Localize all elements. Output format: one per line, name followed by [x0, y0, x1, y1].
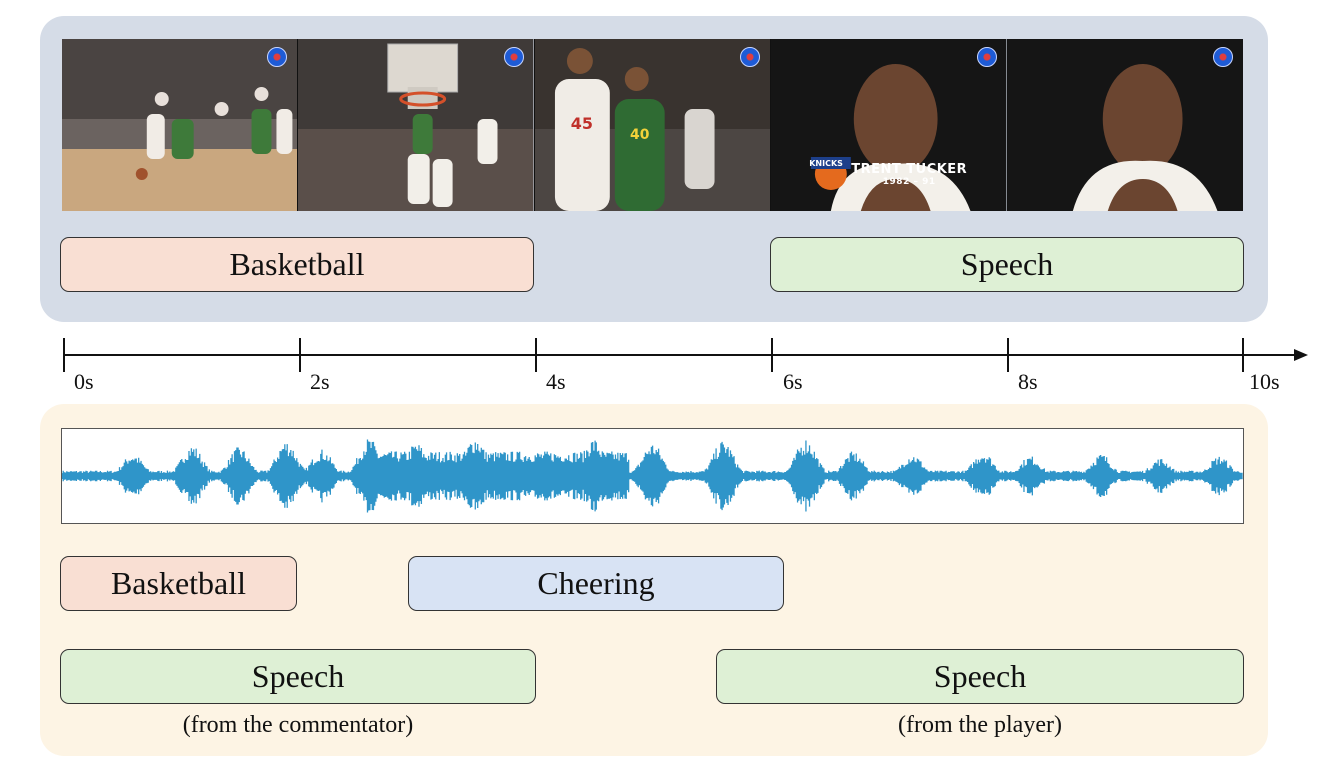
network-logo-icon [267, 47, 288, 67]
network-logo-icon [1213, 47, 1234, 67]
timeline-arrow-icon [1294, 349, 1308, 361]
waveform-plot [62, 439, 1243, 513]
video-frames-strip: 45 40 TRENT TUCKER 1982 – 91 KNICKS [62, 39, 1244, 211]
tick-label-0s: 0s [74, 369, 94, 394]
player-caption-years: 1982 – 91 [882, 177, 936, 187]
audio-label-speech-commentator: Speech [60, 649, 536, 704]
video-frame-hoop [298, 39, 535, 211]
svg-text:40: 40 [630, 127, 650, 143]
audio-label-speech-player: Speech [716, 649, 1244, 704]
audio-label-cheering: Cheering [408, 556, 784, 611]
player-caption: TRENT TUCKER 1982 – 91 [851, 163, 967, 189]
visual-label-basketball: Basketball [60, 237, 534, 292]
visual-label-speech: Speech [770, 237, 1244, 292]
tick-label-4s: 4s [546, 369, 566, 394]
team-badge: KNICKS [809, 159, 843, 168]
waveform-trace [62, 439, 1243, 513]
svg-text:45: 45 [571, 114, 593, 133]
audio-label-basketball: Basketball [60, 556, 297, 611]
network-logo-icon [503, 47, 524, 67]
audio-waveform [61, 428, 1244, 524]
video-frame-interview-captioned: TRENT TUCKER 1982 – 91 KNICKS [771, 39, 1008, 211]
tick-label-6s: 6s [783, 369, 803, 394]
video-frame-players: 45 40 [534, 39, 772, 211]
note-commentator: (from the commentator) [182, 712, 414, 738]
network-logo-icon [740, 47, 761, 67]
tick-label-8s: 8s [1018, 369, 1038, 394]
tick-label-2s: 2s [310, 369, 330, 394]
video-frame-court [62, 39, 299, 211]
video-frame-interview [1007, 39, 1244, 211]
player-caption-name: TRENT TUCKER [851, 162, 968, 177]
note-player: (from the player) [898, 712, 1062, 738]
tick-label-10s: 10s [1249, 369, 1280, 394]
timeline-axis [63, 338, 1308, 372]
network-logo-icon [976, 47, 997, 67]
